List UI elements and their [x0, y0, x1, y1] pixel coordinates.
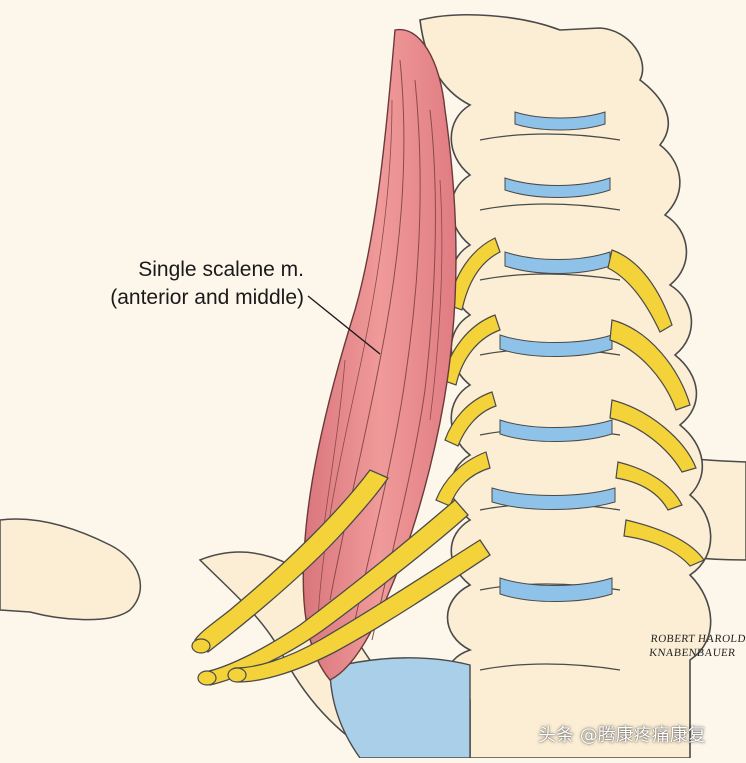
muscle-label-line2: (anterior and middle) [110, 286, 304, 309]
spinal-nerve-roots-left [435, 237, 501, 507]
clavicle-bone [0, 518, 141, 621]
intervertebral-discs [491, 111, 616, 602]
artist-signature: ROBERT HAROLD KNABENBAUER [649, 632, 746, 660]
brachial-plexus-nerves [191, 469, 491, 686]
vertebral-column [419, 14, 712, 759]
spinal-nerve-roots-right [607, 249, 705, 567]
signature-line2: KNABENBAUER [648, 647, 737, 659]
muscle-label-line1: Single scalene m. [138, 258, 304, 281]
signature-line1: ROBERT HAROLD [650, 633, 746, 645]
watermark: 头条 @腾康疼痛康复 [538, 725, 706, 746]
label-leader-line [307, 295, 381, 355]
costal-cartilage [329, 657, 471, 759]
